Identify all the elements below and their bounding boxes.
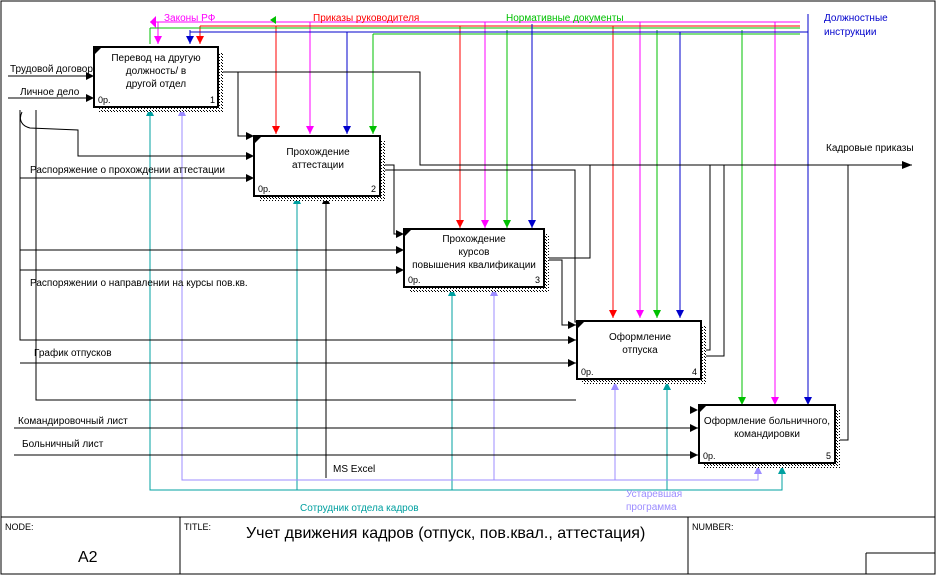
box-4-title-line-1: Оформление	[609, 331, 672, 343]
box-4-cost: 0р.	[581, 367, 594, 377]
footer-frame: NODE: A2 TITLE: Учет движения кадров (от…	[1, 516, 935, 574]
label-norms: Нормативные документы	[506, 13, 624, 24]
input-arrows	[8, 75, 698, 456]
title-label: TITLE:	[184, 522, 211, 532]
orders-arrows	[199, 25, 800, 318]
box-1-title-line-2: должность/ в	[126, 66, 186, 77]
label-courses-order: Распоряжении о направлении на курсы пов.…	[30, 278, 248, 289]
box-1-cost: 0р.	[98, 95, 111, 105]
box-4-number: 4	[692, 367, 697, 377]
box-5-title-line-1: Оформление больничного,	[704, 415, 830, 427]
label-vacation-schedule: График отпусков	[34, 347, 112, 359]
box-2-title-line-2: аттестации	[292, 160, 344, 171]
norms-arrows	[149, 27, 800, 405]
activity-box-5[interactable]: Оформление больничного, командировки 0р.…	[698, 404, 840, 468]
node-label: NODE:	[5, 522, 34, 532]
label-travel-sheet: Командировочный лист	[18, 416, 128, 427]
label-laws: Законы РФ	[164, 13, 216, 24]
label-attestation-order: Распоряжение о прохождении аттестации	[30, 165, 225, 176]
label-instructions-line-2: инструкции	[824, 27, 876, 38]
activity-box-4[interactable]: Оформление отпуска 0р. 4	[576, 320, 706, 384]
label-sick-sheet: Больничный лист	[22, 439, 104, 450]
box-3-number: 3	[535, 275, 540, 285]
box-3-title-line-1: Прохождение	[442, 234, 506, 245]
box-1-title-line-1: Перевод на другую	[111, 53, 201, 64]
box-1-title-line-3: другой отдел	[126, 79, 186, 90]
activity-box-3[interactable]: Прохождение курсов повышения квалификаци…	[403, 228, 549, 292]
box-5-number: 5	[826, 451, 831, 461]
label-instructions-line-1: Должностные	[824, 13, 888, 24]
activity-box-1[interactable]: Перевод на другую должность/ в другой от…	[93, 46, 223, 112]
label-personal-file: Личное дело	[20, 87, 80, 98]
box-4-title-line-2: отпуска	[622, 345, 658, 356]
label-outdated-line-1: Устаревшая	[626, 489, 682, 500]
box-5-cost: 0р.	[703, 451, 716, 461]
label-labor-contract: Трудовой договор	[10, 64, 93, 75]
box-2-number: 2	[371, 184, 376, 194]
laws-arrows	[150, 21, 800, 405]
box-2-title-line-1: Прохождение	[286, 147, 350, 158]
label-excel: MS Excel	[333, 464, 375, 475]
label-outdated-line-2: программа	[626, 502, 677, 513]
instructions-arrows	[189, 14, 809, 405]
box-1-number: 1	[210, 95, 215, 105]
box-3-cost: 0р.	[408, 275, 421, 285]
diagram-title: Учет движения кадров (отпуск, пов.квал.,…	[246, 525, 645, 542]
label-hr-orders: Кадровые приказы	[826, 143, 914, 154]
activity-box-2[interactable]: Прохождение аттестации 0р. 2	[253, 135, 385, 201]
label-hr-employee: Сотрудник отдела кадров	[300, 503, 419, 514]
box-3-title-line-2: курсов	[459, 247, 490, 258]
box-3-title-line-3: повышения квалификации	[412, 259, 536, 271]
node-value: A2	[78, 549, 98, 566]
hr-employee-arrows	[149, 108, 783, 491]
label-orders: Приказы руководителя	[313, 13, 419, 24]
box-5-title-line-2: командировки	[734, 429, 800, 440]
number-label: NUMBER:	[692, 522, 734, 532]
box-2-cost: 0р.	[258, 184, 271, 194]
